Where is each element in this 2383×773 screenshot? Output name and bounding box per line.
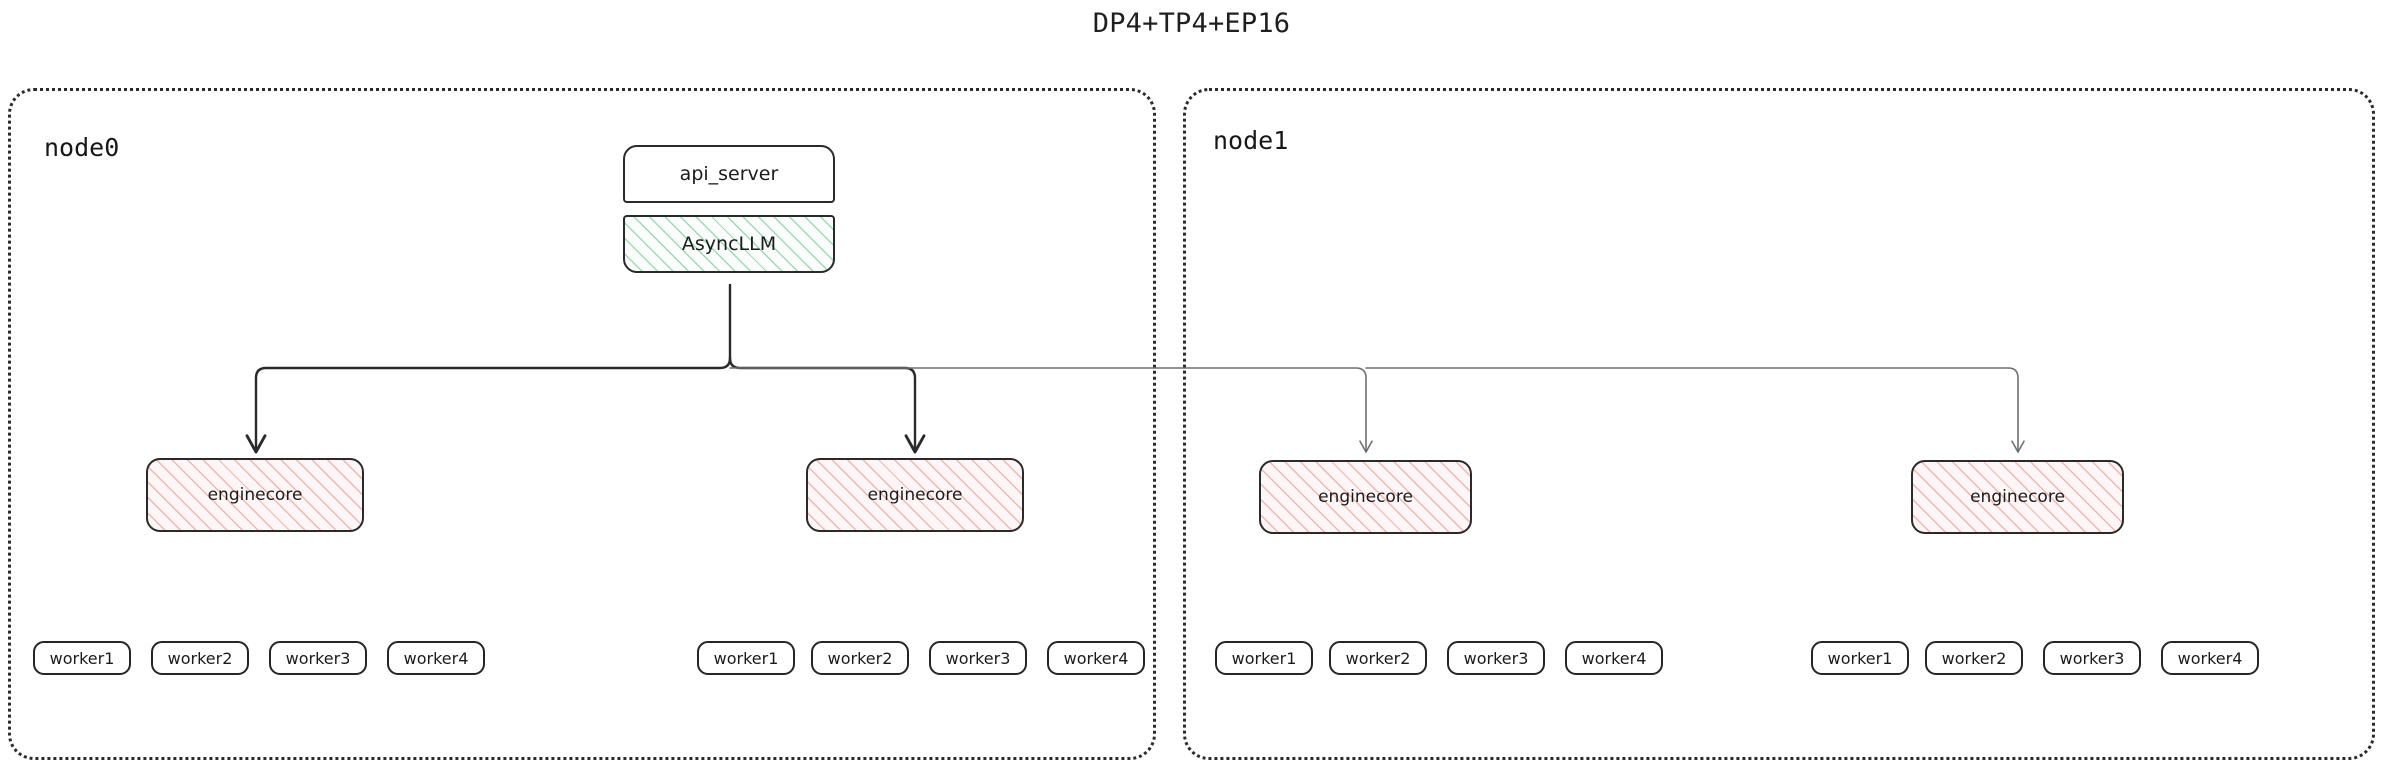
api-server-label: api_server — [679, 163, 779, 185]
worker-label: worker2 — [1345, 648, 1411, 668]
enginecore-box-node1-1[interactable]: enginecore — [1911, 460, 2124, 534]
worker-box-node0-1-0[interactable]: worker1 — [697, 641, 795, 675]
worker-label: worker2 — [827, 648, 893, 668]
enginecore-box-node1-0[interactable]: enginecore — [1259, 460, 1472, 534]
enginecore-box-node0-0[interactable]: enginecore — [146, 458, 364, 532]
worker-label: worker1 — [1231, 648, 1297, 668]
worker-box-node0-0-1[interactable]: worker2 — [151, 641, 249, 675]
worker-label: worker3 — [1463, 648, 1529, 668]
enginecore-label: enginecore — [207, 485, 303, 505]
node-label-node1: node1 — [1213, 126, 1289, 155]
worker-label: worker1 — [49, 648, 115, 668]
worker-box-node0-1-1[interactable]: worker2 — [811, 641, 909, 675]
worker-box-node1-0-1[interactable]: worker2 — [1329, 641, 1427, 675]
worker-box-node0-1-3[interactable]: worker4 — [1047, 641, 1145, 675]
node-label-node0: node0 — [44, 133, 120, 162]
worker-label: worker4 — [1581, 648, 1647, 668]
worker-label: worker1 — [1827, 648, 1893, 668]
worker-box-node1-1-3[interactable]: worker4 — [2161, 641, 2259, 675]
worker-box-node0-1-2[interactable]: worker3 — [929, 641, 1027, 675]
worker-box-node0-0-2[interactable]: worker3 — [269, 641, 367, 675]
enginecore-box-node0-1[interactable]: enginecore — [806, 458, 1024, 532]
worker-label: worker2 — [167, 648, 233, 668]
worker-box-node0-0-3[interactable]: worker4 — [387, 641, 485, 675]
worker-label: worker3 — [285, 648, 351, 668]
enginecore-label: enginecore — [1970, 487, 2065, 507]
enginecore-label: enginecore — [1318, 487, 1413, 507]
async-llm-box[interactable]: AsyncLLM — [623, 215, 835, 273]
api-server-box[interactable]: api_server — [623, 145, 835, 203]
worker-label: worker2 — [1941, 648, 2007, 668]
worker-box-node0-0-0[interactable]: worker1 — [33, 641, 131, 675]
enginecore-label: enginecore — [867, 485, 963, 505]
worker-label: worker1 — [713, 648, 779, 668]
worker-box-node1-1-0[interactable]: worker1 — [1811, 641, 1909, 675]
worker-label: worker4 — [403, 648, 469, 668]
worker-box-node1-0-3[interactable]: worker4 — [1565, 641, 1663, 675]
worker-label: worker4 — [2177, 648, 2243, 668]
async-llm-label: AsyncLLM — [681, 233, 777, 255]
worker-box-node1-1-2[interactable]: worker3 — [2043, 641, 2141, 675]
worker-label: worker3 — [945, 648, 1011, 668]
page-title: DP4+TP4+EP16 — [1092, 8, 1291, 39]
worker-box-node1-0-0[interactable]: worker1 — [1215, 641, 1313, 675]
worker-label: worker4 — [1063, 648, 1129, 668]
worker-box-node1-1-1[interactable]: worker2 — [1925, 641, 2023, 675]
worker-label: worker3 — [2059, 648, 2125, 668]
worker-box-node1-0-2[interactable]: worker3 — [1447, 641, 1545, 675]
